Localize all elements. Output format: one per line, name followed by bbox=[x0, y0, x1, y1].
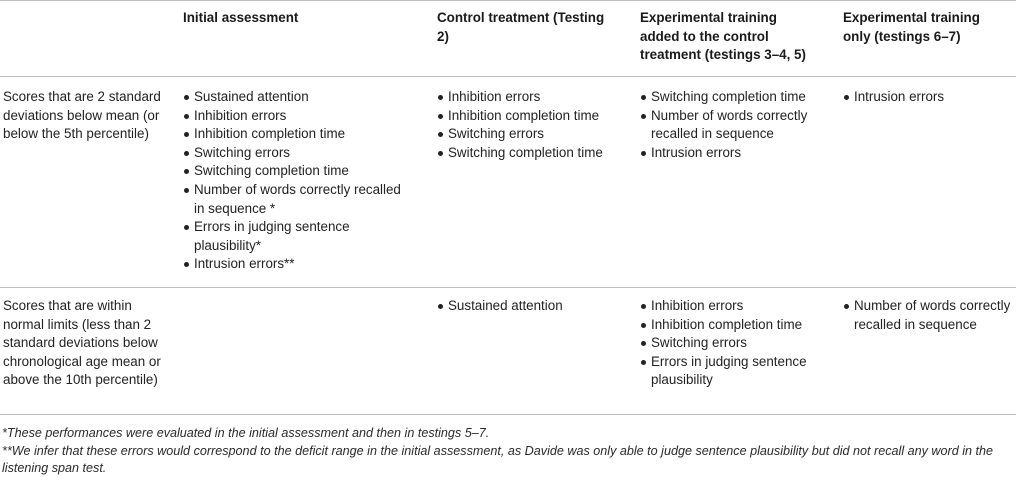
list-item: Errors in judging sentence plausibility bbox=[640, 353, 823, 390]
footnotes: *These performances were evaluated in th… bbox=[2, 425, 1012, 478]
list-item: Sustained attention bbox=[437, 297, 627, 316]
row-label-below-mean: Scores that are 2 standard deviations be… bbox=[3, 89, 161, 142]
row2-experimental-only-list: Number of words correctly recalled in se… bbox=[843, 297, 1011, 334]
list-item: Switching errors bbox=[437, 125, 627, 144]
list-item: Inhibition errors bbox=[640, 297, 825, 316]
header-experimental-only: Experimental training only (testings 6–7… bbox=[843, 10, 980, 44]
header-experimental-added: Experimental training added to the contr… bbox=[640, 10, 806, 63]
list-item: Switching errors bbox=[640, 334, 825, 353]
list-item: Inhibition completion time bbox=[437, 107, 627, 126]
row-label-normal-limits: Scores that are within normal limits (le… bbox=[3, 298, 161, 388]
footnote-1: *These performances were evaluated in th… bbox=[2, 426, 490, 440]
row1-control-treatment-list: Inhibition errors Inhibition completion … bbox=[437, 88, 627, 162]
list-item: Switching completion time bbox=[437, 144, 627, 163]
row1-experimental-added-list: Switching completion time Number of word… bbox=[640, 88, 825, 162]
table-bottom-rule bbox=[0, 414, 1016, 415]
list-item: Inhibition errors bbox=[437, 88, 627, 107]
list-item: Intrusion errors bbox=[640, 144, 825, 163]
row1-experimental-only-list: Intrusion errors bbox=[843, 88, 1011, 107]
list-item: Sustained attention bbox=[183, 88, 413, 107]
list-item: Number of words correctly recalled in se… bbox=[640, 107, 823, 144]
row-rule bbox=[0, 287, 1016, 288]
list-item: Number of words correctly recalled in se… bbox=[843, 297, 1014, 334]
header-rule bbox=[0, 76, 1016, 77]
list-item: Switching completion time bbox=[183, 162, 413, 181]
list-item: Inhibition errors bbox=[183, 107, 413, 126]
list-item: Errors in judging sentence plausibility* bbox=[183, 218, 374, 255]
list-item: Switching errors bbox=[183, 144, 413, 163]
list-item: Intrusion errors** bbox=[183, 255, 413, 274]
list-item: Inhibition completion time bbox=[640, 316, 825, 335]
footnote-2: **We infer that these errors would corre… bbox=[2, 443, 994, 476]
list-item: Number of words correctly recalled in se… bbox=[183, 181, 404, 218]
table-top-rule bbox=[0, 0, 1016, 1]
list-item: Inhibition completion time bbox=[183, 125, 413, 144]
list-item: Intrusion errors bbox=[843, 88, 1011, 107]
header-initial-assessment: Initial assessment bbox=[183, 10, 299, 25]
row1-initial-assessment-list: Sustained attention Inhibition errors In… bbox=[183, 88, 413, 274]
row2-control-treatment-list: Sustained attention bbox=[437, 297, 627, 316]
header-control-treatment: Control treatment (Testing 2) bbox=[437, 10, 605, 44]
row2-experimental-added-list: Inhibition errors Inhibition completion … bbox=[640, 297, 825, 390]
list-item: Switching completion time bbox=[640, 88, 825, 107]
